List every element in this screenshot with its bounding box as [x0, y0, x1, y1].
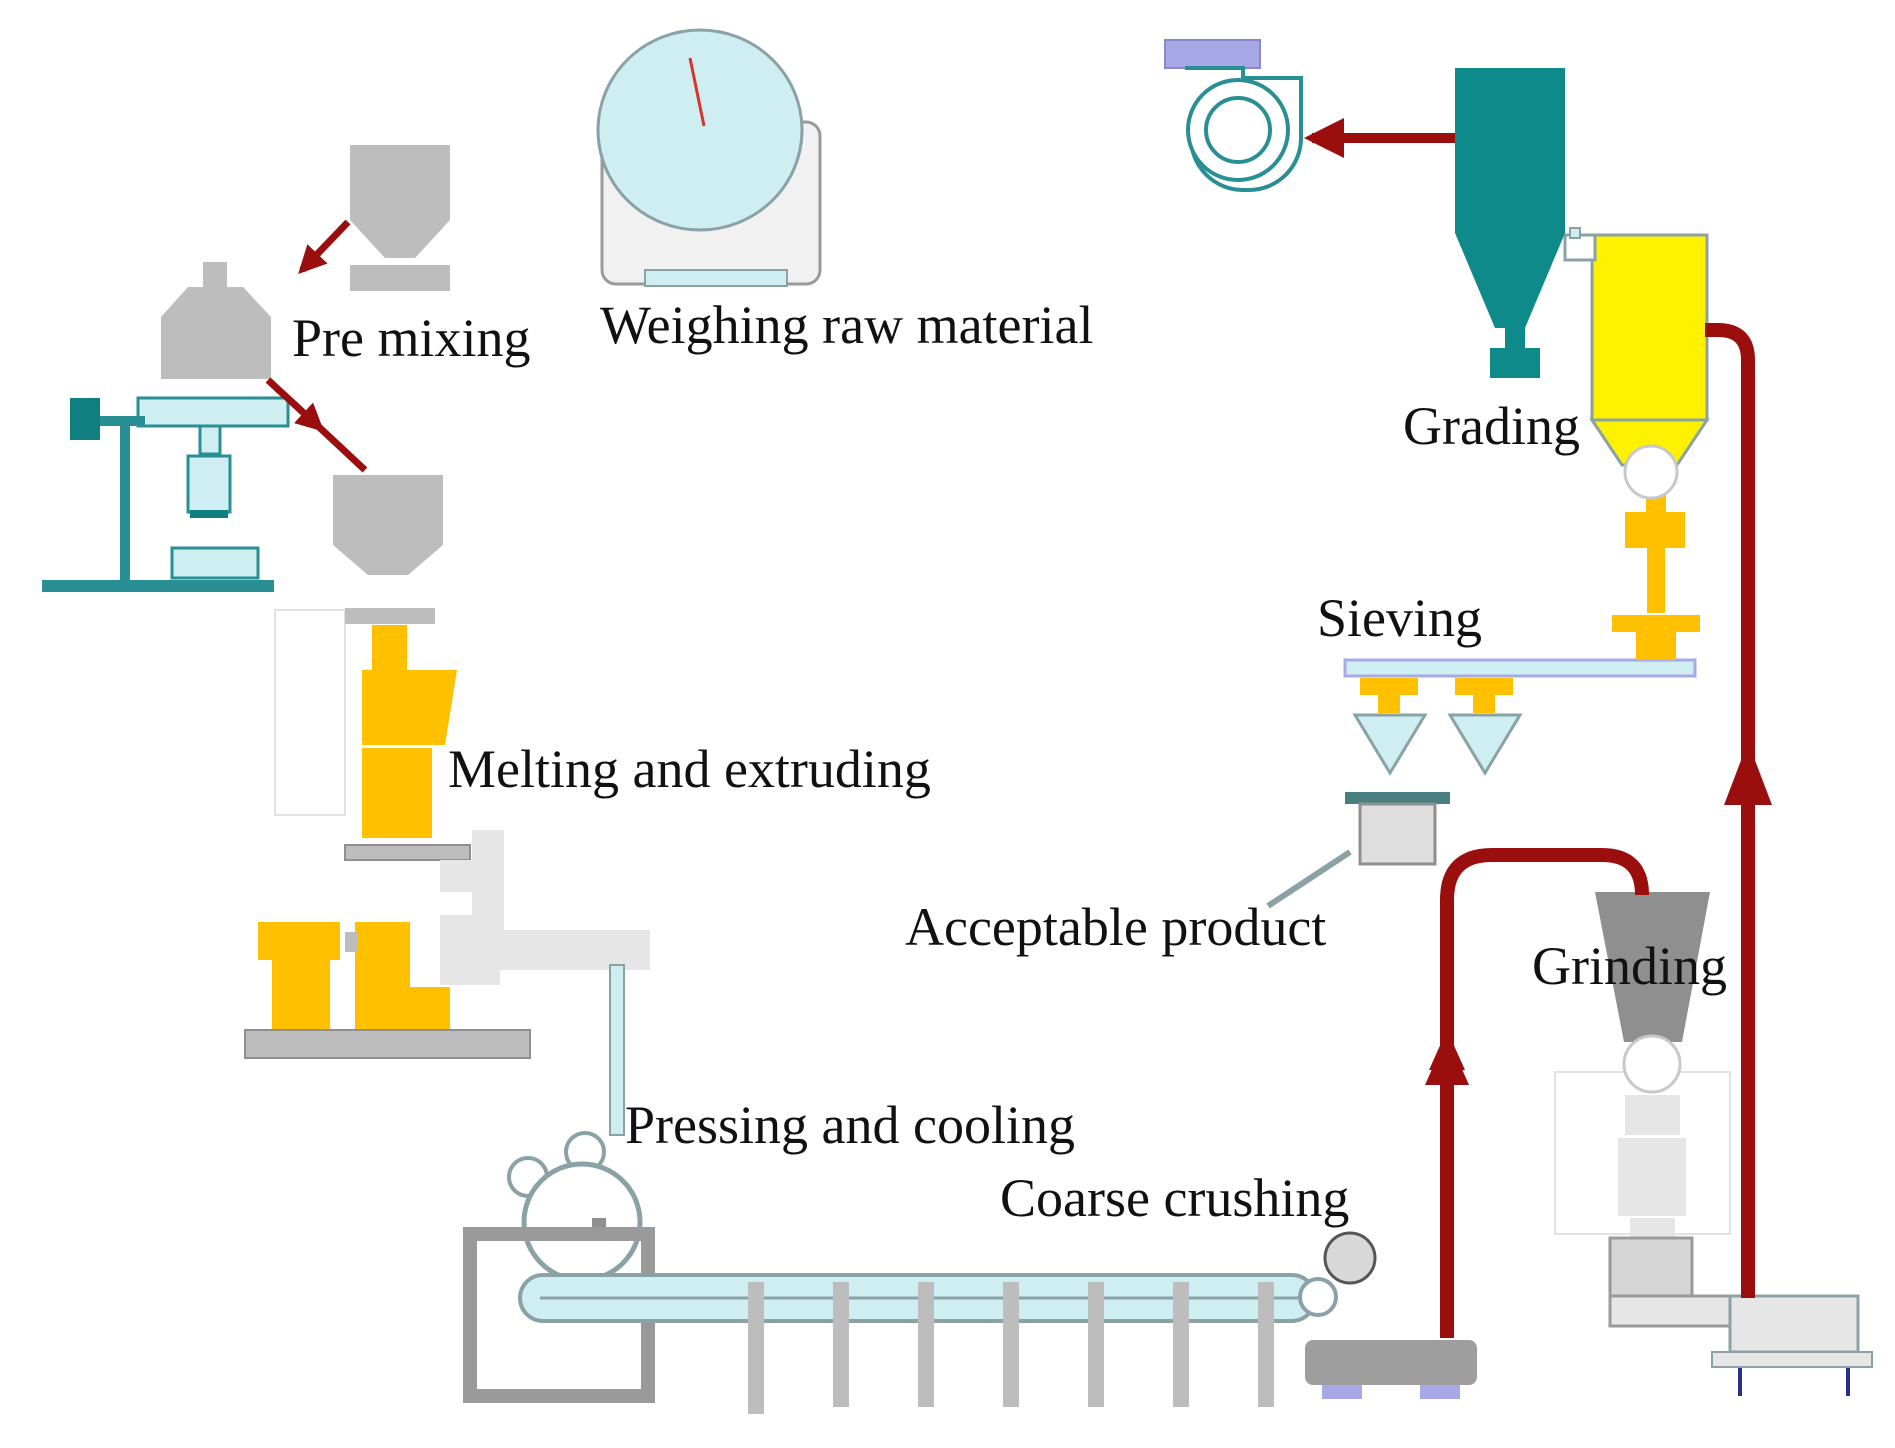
flow-arrows — [265, 118, 1772, 1338]
label-pre-mixing: Pre mixing — [292, 308, 531, 368]
label-melting: Melting and extruding — [448, 739, 931, 799]
up-arrowhead-left — [1425, 1035, 1469, 1085]
filter-collector-icon — [1455, 68, 1565, 378]
grinder-icon — [1554, 892, 1873, 1396]
pre-mixer-icon — [42, 145, 450, 592]
label-weighing: Weighing raw material — [600, 295, 1093, 355]
cyclone-classifier-icon — [1563, 227, 1710, 500]
press-cooling-conveyor-icon — [463, 1131, 1377, 1414]
label-grading: Grading — [1403, 396, 1580, 456]
sieve-icon — [1343, 482, 1700, 776]
fan-blower-icon — [1164, 39, 1303, 192]
label-acceptable: Acceptable product — [905, 897, 1326, 957]
coarse-to-grinder-pipe — [1440, 848, 1649, 1338]
weighing-scale-icon — [596, 28, 822, 287]
coarse-crusher-icon — [1305, 1340, 1477, 1399]
label-grinding: Grinding — [1532, 936, 1727, 996]
label-coarse: Coarse crushing — [1000, 1168, 1349, 1228]
premix-in-arrow — [298, 219, 351, 275]
premix-out-arrow — [265, 377, 325, 432]
grinder-to-cyclone-pipe — [1705, 323, 1755, 1298]
label-pressing: Pressing and cooling — [625, 1095, 1075, 1155]
product-bin-icon — [1266, 792, 1450, 909]
extruder-icon — [244, 475, 650, 1136]
label-sieving: Sieving — [1317, 588, 1482, 648]
up-arrowhead-right — [1724, 742, 1772, 805]
